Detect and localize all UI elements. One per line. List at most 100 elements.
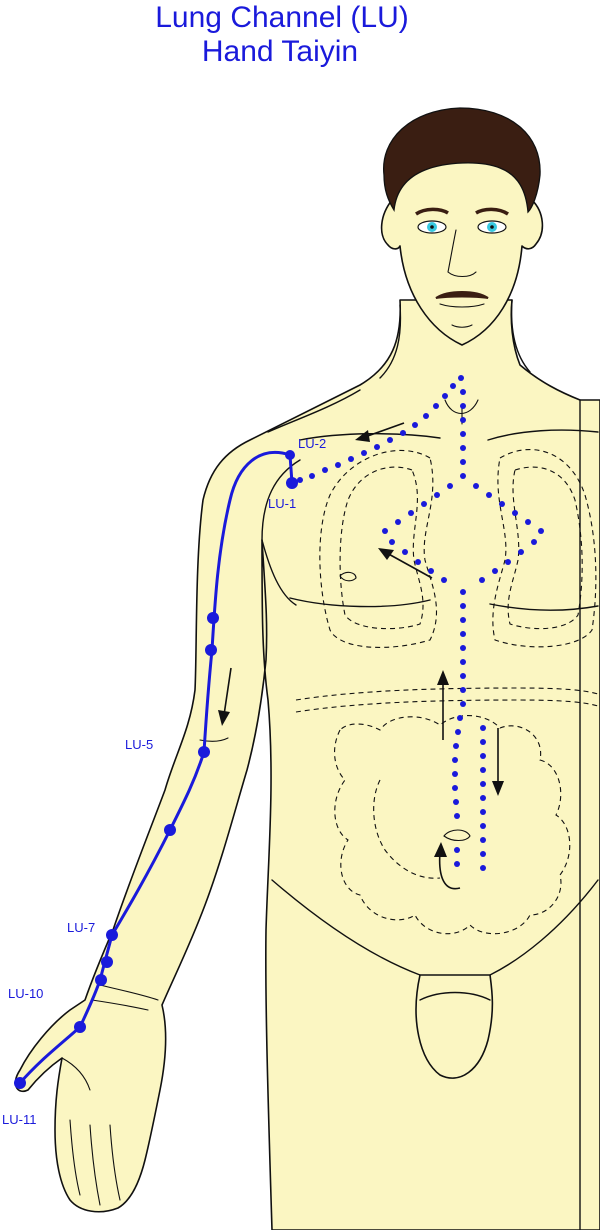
dot <box>460 631 466 637</box>
dot <box>428 568 434 574</box>
dot <box>480 725 486 731</box>
dot <box>434 492 440 498</box>
left-pupil <box>430 225 434 229</box>
acupoint-lu-10 <box>74 1021 86 1033</box>
dot <box>361 450 367 456</box>
underwear-line <box>419 991 491 1001</box>
dot <box>480 865 486 871</box>
arrow-shaft <box>223 667 232 716</box>
internal-organs <box>319 449 597 935</box>
dot <box>455 729 461 735</box>
acupoint-lu-9 <box>95 974 107 986</box>
right-inguinal-line <box>489 879 599 976</box>
diaphragm-line-1 <box>295 687 599 701</box>
label-lu-7: LU-7 <box>67 920 95 935</box>
left-lung-outer <box>319 450 438 648</box>
dot <box>460 687 466 693</box>
dot <box>460 389 466 395</box>
dot <box>460 417 466 423</box>
arrow-head <box>434 842 447 857</box>
dot <box>450 383 456 389</box>
acupoint-lu-7 <box>106 929 118 941</box>
dot <box>382 528 388 534</box>
label-lu-10: LU-10 <box>8 986 43 1001</box>
thumb-line <box>61 1057 91 1091</box>
dot <box>480 823 486 829</box>
dot <box>374 444 380 450</box>
direction-arrows <box>218 422 504 890</box>
dot <box>480 837 486 843</box>
moustache <box>435 291 489 299</box>
label-lu-2: LU-2 <box>298 436 326 451</box>
dot <box>480 739 486 745</box>
dot <box>480 781 486 787</box>
nose <box>447 229 477 278</box>
dot <box>452 757 458 763</box>
elbow-crease <box>199 737 229 742</box>
dot <box>335 462 341 468</box>
finger-line-3 <box>109 1124 121 1201</box>
dot <box>460 659 466 665</box>
dot <box>460 473 466 479</box>
dot <box>512 510 518 516</box>
arrow-curve-stomach <box>434 842 461 890</box>
arrow-chest-left <box>378 548 433 579</box>
dot <box>479 577 485 583</box>
dot <box>433 403 439 409</box>
navel <box>443 829 471 842</box>
acupoint-lu-5 <box>198 746 210 758</box>
dot <box>454 861 460 867</box>
dot <box>480 851 486 857</box>
arrow-head <box>218 710 230 726</box>
dot <box>452 771 458 777</box>
neck-left-line <box>379 304 402 379</box>
dot <box>423 413 429 419</box>
acupoint-lu-3 <box>207 612 219 624</box>
dot <box>460 403 466 409</box>
dot <box>538 528 544 534</box>
dot <box>525 519 531 525</box>
trapezius-line <box>267 389 361 433</box>
dot <box>400 430 406 436</box>
dot <box>322 467 328 473</box>
arrow-head <box>492 781 504 796</box>
title-line-1: Lung Channel (LU) <box>155 1 409 34</box>
lung-diamond-dots <box>382 483 544 583</box>
wrist-crease-2 <box>91 999 149 1011</box>
dot <box>454 847 460 853</box>
arrow-head <box>437 670 449 685</box>
neck-right-line <box>510 299 531 373</box>
arrow-head <box>355 430 370 442</box>
arrow-down-arm <box>218 667 232 726</box>
acupoint-lu-11 <box>14 1077 26 1089</box>
dot <box>460 445 466 451</box>
label-lu-5: LU-5 <box>125 737 153 752</box>
central-descending-dots <box>452 589 486 871</box>
label-lu-11: LU-11 <box>2 1112 36 1127</box>
head <box>380 107 544 346</box>
dot <box>505 559 511 565</box>
dot <box>531 539 537 545</box>
dot <box>408 510 414 516</box>
dot <box>389 539 395 545</box>
dot <box>473 483 479 489</box>
acupoint-lu-1 <box>286 477 298 489</box>
dot <box>447 483 453 489</box>
dot <box>460 459 466 465</box>
dot <box>387 437 393 443</box>
dot <box>453 799 459 805</box>
right-pectoral-line <box>489 603 599 611</box>
armpit-line <box>261 539 297 606</box>
right-pupil <box>490 225 494 229</box>
dot <box>412 422 418 428</box>
dot <box>348 456 354 462</box>
dot <box>452 785 458 791</box>
acupoint-lu-4 <box>205 644 217 656</box>
diaphragm-line-2 <box>295 699 599 713</box>
dot <box>460 673 466 679</box>
right-lung-inner <box>507 466 583 630</box>
title-line-2: Hand Taiyin <box>202 35 358 68</box>
left-clavicle <box>299 433 441 441</box>
finger-line-2 <box>89 1124 101 1206</box>
